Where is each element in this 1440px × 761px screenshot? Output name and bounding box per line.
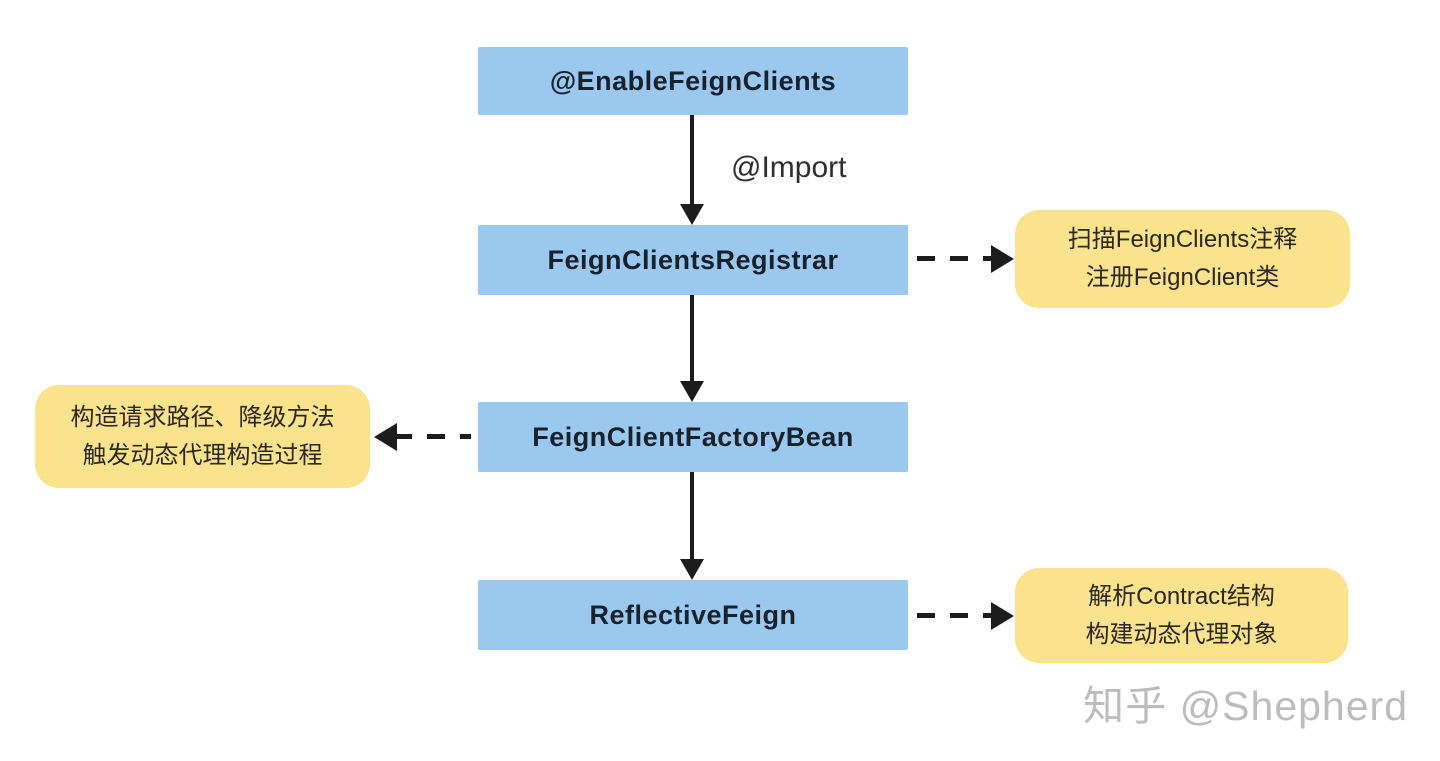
arrow-head-down-icon — [680, 381, 704, 402]
note-line: 解析Contract结构 — [1088, 582, 1275, 610]
node-label: ReflectiveFeign — [589, 599, 797, 630]
arrow-line — [690, 472, 694, 560]
note-line: 构造请求路径、降级方法 — [70, 403, 335, 431]
dashed-arrow-registrar-to-note — [917, 245, 1014, 273]
node-feign-client-factory-bean: FeignClientFactoryBean — [478, 402, 908, 472]
arrow-head-down-icon — [680, 559, 704, 580]
dashed-line — [917, 613, 994, 618]
note-line: 构建动态代理对象 — [1085, 620, 1278, 648]
note-parse-contract: 解析Contract结构 构建动态代理对象 — [1015, 568, 1348, 663]
node-reflective-feign: ReflectiveFeign — [478, 580, 908, 650]
arrow-down-import — [680, 115, 704, 225]
arrow-head-down-icon — [680, 204, 704, 225]
dashed-arrow-factorybean-to-note — [374, 423, 471, 451]
arrow-line — [690, 295, 694, 382]
dashed-arrow-reflectivefeign-to-note — [917, 602, 1014, 630]
note-build-trigger: 构造请求路径、降级方法 触发动态代理构造过程 — [35, 385, 370, 488]
arrow-head-right-icon — [991, 602, 1014, 630]
dashed-line — [917, 256, 994, 261]
watermark-zhihu-shepherd: 知乎 @Shepherd — [1083, 683, 1408, 729]
edge-label-import: @Import — [731, 151, 847, 184]
arrow-head-left-icon — [374, 423, 397, 451]
note-line: 扫描FeignClients注释 — [1067, 226, 1298, 253]
note-line: 注册FeignClient类 — [1085, 264, 1280, 291]
node-feign-clients-registrar: FeignClientsRegistrar — [478, 225, 908, 295]
node-label: @EnableFeignClients — [549, 65, 837, 96]
arrow-head-right-icon — [991, 245, 1014, 273]
node-label: FeignClientFactoryBean — [532, 421, 854, 452]
dashed-line — [394, 434, 471, 439]
arrow-down-factorybean-to-reflectivefeign — [680, 472, 704, 580]
node-enable-feign-clients: @EnableFeignClients — [478, 47, 908, 115]
arrow-down-registrar-to-factorybean — [680, 295, 704, 402]
note-scan-register: 扫描FeignClients注释 注册FeignClient类 — [1015, 210, 1350, 308]
node-label: FeignClientsRegistrar — [547, 244, 839, 275]
note-line: 触发动态代理构造过程 — [82, 441, 323, 469]
arrow-line — [690, 115, 694, 205]
